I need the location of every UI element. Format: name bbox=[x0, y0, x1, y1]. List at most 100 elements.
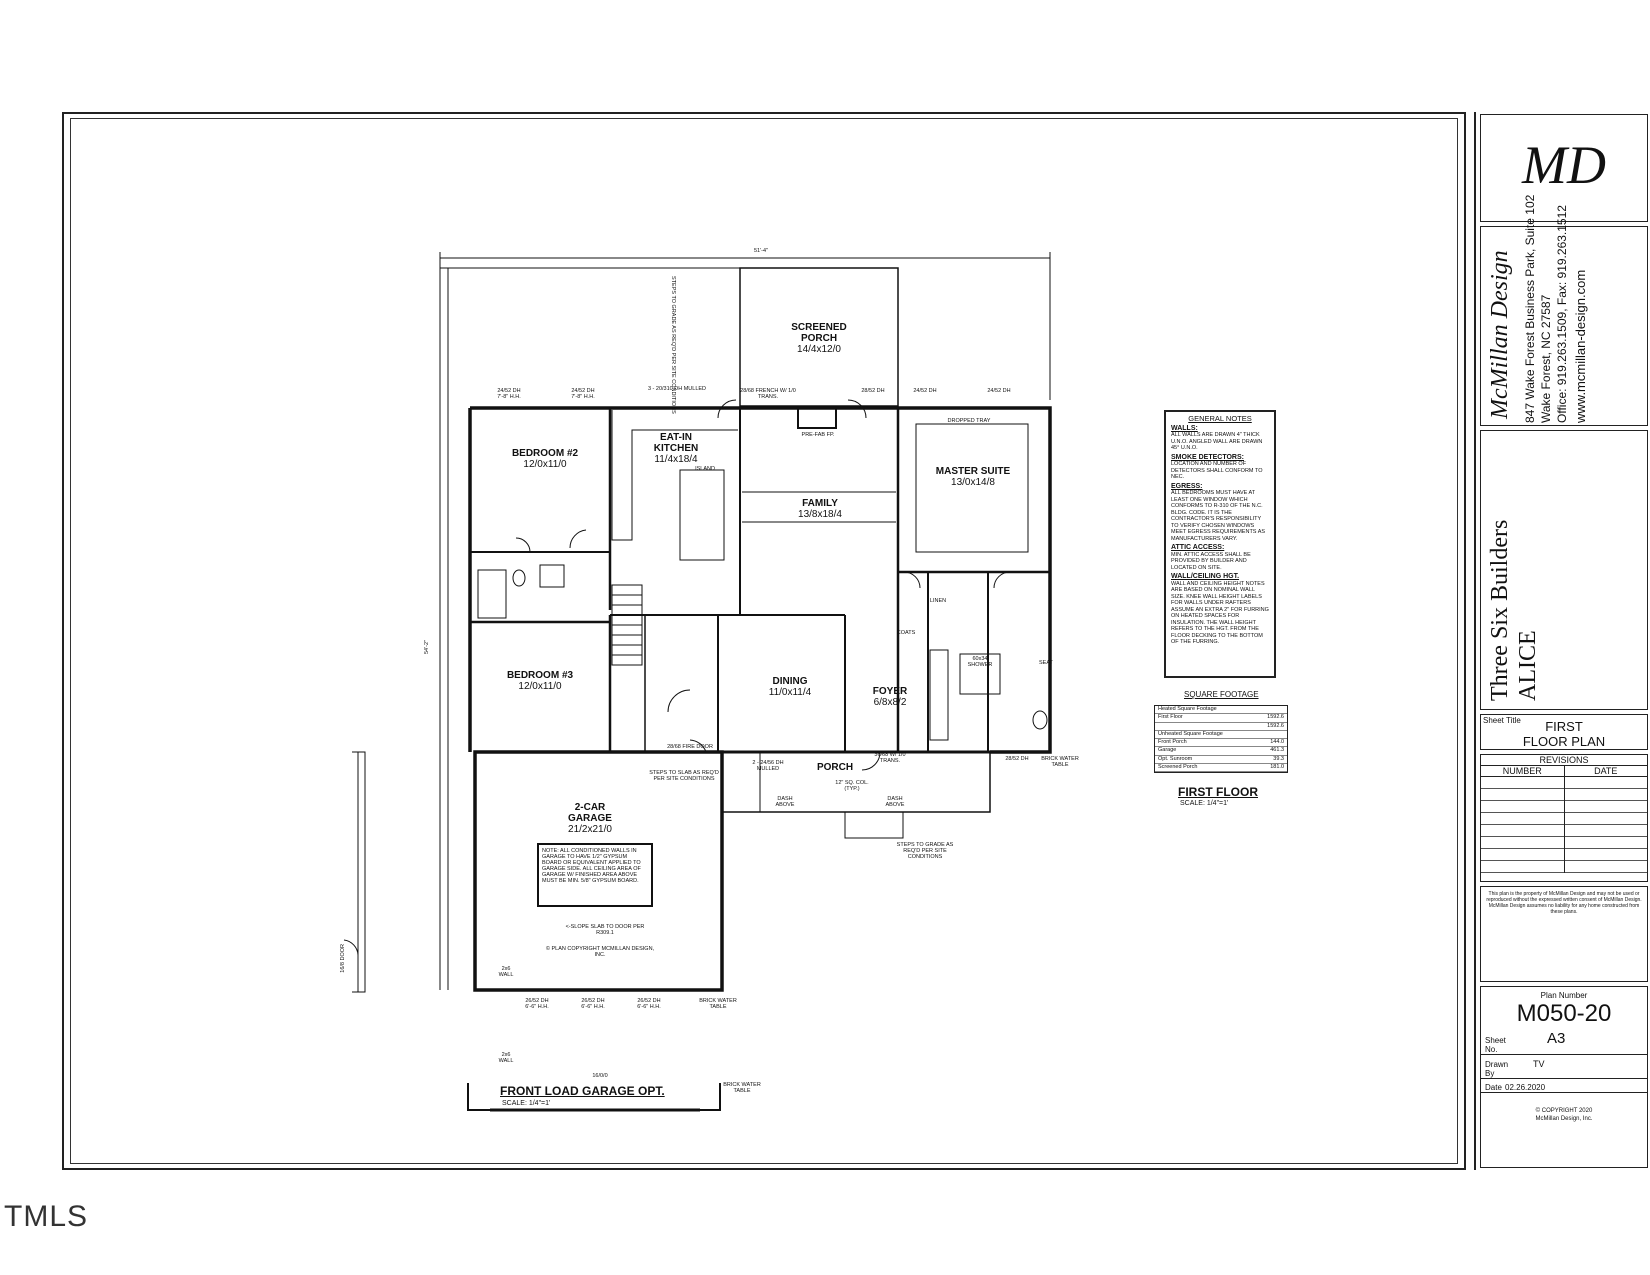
first-floor-scale: SCALE: 1/4"=1' bbox=[1180, 800, 1229, 807]
notes-attic-heading: ATTIC ACCESS: bbox=[1171, 544, 1225, 551]
drawn-by-row: Drawn By TV bbox=[1481, 1055, 1647, 1079]
brick-water-table-right: BRICK WATER TABLE bbox=[1041, 756, 1079, 768]
steps-grade-front-note: STEPS TO GRADE AS REQ'D PER SITE CONDITI… bbox=[896, 842, 954, 860]
garage-option-scale: SCALE: 1/4"=1' bbox=[502, 1100, 551, 1107]
window-bed2-a: 24/52 DH bbox=[497, 388, 521, 394]
sqft-row: 1592.6 bbox=[1155, 723, 1287, 731]
date-row: Date 02.26.2020 bbox=[1481, 1079, 1647, 1093]
firm-address: 847 Wake Forest Business Park, Suite 102 bbox=[1523, 194, 1537, 423]
plan-info-box: Plan Number M050-20 Sheet No. A3 Drawn B… bbox=[1480, 986, 1648, 1168]
wall-2x6-garage: 2x6 WALL bbox=[498, 966, 514, 978]
garage-window-c-hh: 6'-6" H.H. bbox=[637, 1004, 661, 1010]
plan-number-label: Plan Number bbox=[1540, 991, 1588, 1000]
dash-above-right: DASH ABOVE bbox=[885, 796, 905, 808]
plan-copyright: © PLAN COPYRIGHT MCMILLAN DESIGN, INC. bbox=[545, 946, 655, 958]
shower-label: 60x34 SHOWER bbox=[967, 656, 993, 668]
rev-number-header: NUMBER bbox=[1481, 766, 1565, 776]
sheet-no-label: Sheet No. bbox=[1485, 1036, 1506, 1054]
room-dining: DINING 11/0x11/4 bbox=[768, 676, 812, 698]
revisions-rows bbox=[1481, 777, 1647, 873]
project-name: ALICE bbox=[1515, 630, 1541, 701]
garage-window-b-hh: 6'-6" H.H. bbox=[581, 1004, 605, 1010]
sqft-row: Unheated Square Footage bbox=[1155, 731, 1287, 740]
steps-slab-note: STEPS TO SLAB AS REQ'D PER SITE CONDITIO… bbox=[649, 770, 719, 782]
window-bed2-b-hh: 7'-8" H.H. bbox=[571, 394, 595, 400]
french-door-label: 28/68 FRENCH W/ 1/0 TRANS. bbox=[740, 388, 796, 400]
room-porch: PORCH bbox=[816, 762, 854, 773]
sheet-no-row: Sheet No. A3 bbox=[1481, 1030, 1647, 1055]
sheet-title-line1: FIRST bbox=[1545, 719, 1583, 734]
kitchen-windows-label: 3 - 20/310 DH MULLED bbox=[647, 386, 707, 392]
drawn-by-label: Drawn By bbox=[1485, 1060, 1509, 1078]
garage-option-title: FRONT LOAD GARAGE OPT. bbox=[500, 1084, 665, 1098]
general-notes-title: GENERAL NOTES bbox=[1188, 414, 1252, 423]
revisions-columns: NUMBER DATE bbox=[1481, 766, 1647, 777]
fire-door-label: 28/68 FIRE DOOR bbox=[667, 744, 713, 750]
slope-note: <-SLOPE SLAB TO DOOR PER R309.1 bbox=[565, 924, 645, 936]
firm-city: Wake Forest, NC 27587 bbox=[1539, 294, 1553, 423]
room-kitchen: EAT-IN KITCHEN 11/4x18/4 bbox=[653, 432, 699, 465]
logo-box: MD bbox=[1480, 114, 1648, 222]
notes-walls-text: ALL WALLS ARE DRAWN 4" THICK U.N.O. ANGL… bbox=[1171, 432, 1263, 451]
window-bed2-a-hh: 7'-8" H.H. bbox=[497, 394, 521, 400]
sheet-title-label: Sheet Title bbox=[1483, 716, 1521, 725]
revisions-header: REVISIONS bbox=[1481, 755, 1647, 766]
notes-egress-text: ALL BEDROOMS MUST HAVE AT LEAST ONE WIND… bbox=[1171, 490, 1266, 542]
sheet-inner-border bbox=[70, 118, 1458, 1164]
garage-window-b: 26/52 DH bbox=[581, 998, 605, 1004]
notes-walls-heading: WALLS: bbox=[1171, 424, 1198, 432]
dash-above-left: DASH ABOVE bbox=[775, 796, 795, 808]
revisions-box: REVISIONS NUMBER DATE bbox=[1480, 754, 1648, 882]
brick-water-table-garage: BRICK WATER TABLE bbox=[699, 998, 737, 1010]
square-footage-title: SQUARE FOOTAGE bbox=[1184, 690, 1259, 699]
room-bedroom-2: BEDROOM #2 12/0x11/0 bbox=[511, 448, 579, 470]
dropped-tray-label: DROPPED TRAY bbox=[947, 418, 991, 424]
garage-window-a: 26/52 DH bbox=[525, 998, 549, 1004]
drawn-by: TV bbox=[1533, 1059, 1545, 1069]
seat-label: SEAT bbox=[1039, 660, 1053, 666]
window-28-52-rear: 28/52 DH bbox=[861, 388, 885, 394]
mls-watermark: TMLS bbox=[4, 1200, 89, 1233]
copyright-line2: McMillan Design, Inc. bbox=[1535, 1116, 1593, 1122]
title-block: MD McMillan Design 847 Wake Forest Busin… bbox=[1474, 112, 1650, 1170]
garage-window-c: 26/52 DH bbox=[637, 998, 661, 1004]
brick-water-table-opt: BRICK WATER TABLE bbox=[723, 1082, 761, 1094]
overall-depth-dim: 54'-2" bbox=[424, 640, 430, 655]
window-master-a: 24/52 DH bbox=[913, 388, 937, 394]
sheet-title-line2: FLOOR PLAN bbox=[1522, 734, 1606, 749]
window-bed2-b: 24/52 DH bbox=[571, 388, 595, 394]
md-logo: MD bbox=[1522, 135, 1606, 195]
sheet-title-box: Sheet Title FIRST FLOOR PLAN bbox=[1480, 714, 1648, 750]
sheet-no: A3 bbox=[1547, 1030, 1566, 1047]
front-door-label: 36/68 W/ 1/0 TRANS. bbox=[874, 752, 906, 764]
coats-label: COATS bbox=[896, 630, 916, 636]
garage-window-a-hh: 6'-6" H.H. bbox=[525, 1004, 549, 1010]
front-windows-label: 2 - 24/56 DH MULLED bbox=[752, 760, 784, 772]
notes-egress-heading: EGRESS: bbox=[1171, 482, 1203, 490]
rev-date-header: DATE bbox=[1594, 766, 1618, 776]
disclaimer-text: This plan is the property of McMillan De… bbox=[1486, 891, 1642, 915]
firm-name: McMillan Design bbox=[1487, 250, 1513, 419]
firm-box: McMillan Design 847 Wake Forest Business… bbox=[1480, 194, 1648, 426]
first-floor-title: FIRST FLOOR bbox=[1178, 785, 1258, 799]
column-label: 12" SQ. COL. (TYP.) bbox=[835, 780, 869, 792]
firm-website: www.mcmillan-design.com bbox=[1573, 269, 1588, 423]
overall-width-dim: 51'-4" bbox=[753, 248, 768, 254]
island-label: ISLAND bbox=[695, 466, 715, 472]
copyright-line1: © COPYRIGHT 2020 bbox=[1535, 1108, 1593, 1114]
window-master-b: 24/52 DH bbox=[987, 388, 1011, 394]
disclaimer-box: This plan is the property of McMillan De… bbox=[1480, 886, 1648, 982]
date-label: Date bbox=[1485, 1083, 1502, 1092]
room-bedroom-3: BEDROOM #3 12/0x11/0 bbox=[506, 670, 574, 692]
garage-side-door-label: 16/8 DOOR bbox=[340, 944, 346, 973]
opt-garage-width: 16/0/0 bbox=[592, 1073, 608, 1079]
notes-wall-ceiling-text: WALL AND CEILING HEIGHT NOTES ARE BASED … bbox=[1171, 580, 1269, 646]
garage-note: NOTE: ALL CONDITIONED WALLS IN GARAGE TO… bbox=[542, 848, 641, 884]
steps-grade-rear-note: STEPS TO GRADE AS REQ'D PER SITE CONDITI… bbox=[670, 276, 676, 414]
